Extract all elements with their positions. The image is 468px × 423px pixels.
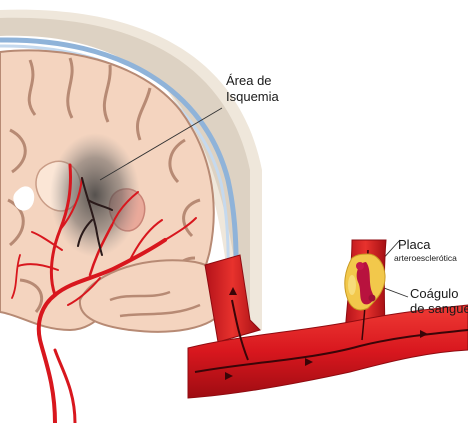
plaque-label: Placa [398,238,431,253]
ischemia-area [50,133,140,257]
clot-label-line2: de sangue [410,302,468,317]
ischemia-label-line1: Área de [226,74,272,89]
ischemia-label-line2: Isquemia [226,90,279,105]
clot-label-line1: Coágulo [410,287,458,302]
plaque-sublabel: arteroesclerótica [394,254,457,264]
